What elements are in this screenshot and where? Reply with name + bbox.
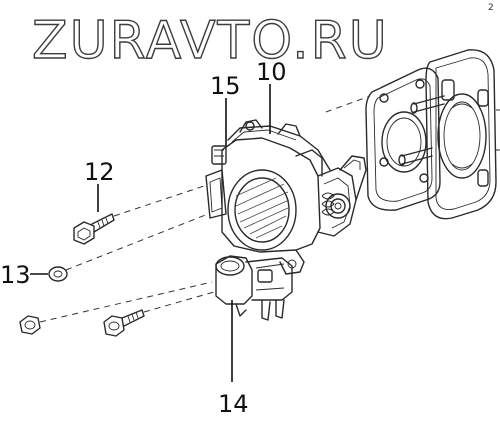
gasket — [365, 67, 441, 211]
bolt-lower — [103, 309, 145, 337]
callout-15: 15 — [210, 72, 241, 100]
assembly-lines — [39, 95, 371, 323]
callout-14: 14 — [218, 390, 249, 418]
callout-13: 13 — [0, 261, 31, 289]
throttle-body — [205, 119, 367, 275]
washer-13 — [48, 266, 68, 282]
callout-12: 12 — [84, 158, 115, 186]
idle-air-control-valve — [215, 255, 293, 321]
bolt-12 — [73, 213, 115, 245]
bore-hatch — [235, 177, 290, 239]
leader-lines — [30, 84, 271, 382]
intake-flange — [425, 49, 500, 220]
nut-lower-left — [19, 315, 41, 335]
watermark-text: ZURAVTO.RU — [32, 11, 389, 71]
alignment-studs — [398, 95, 445, 166]
corner-mark: 2 — [488, 3, 494, 13]
callout-10: 10 — [256, 58, 287, 86]
